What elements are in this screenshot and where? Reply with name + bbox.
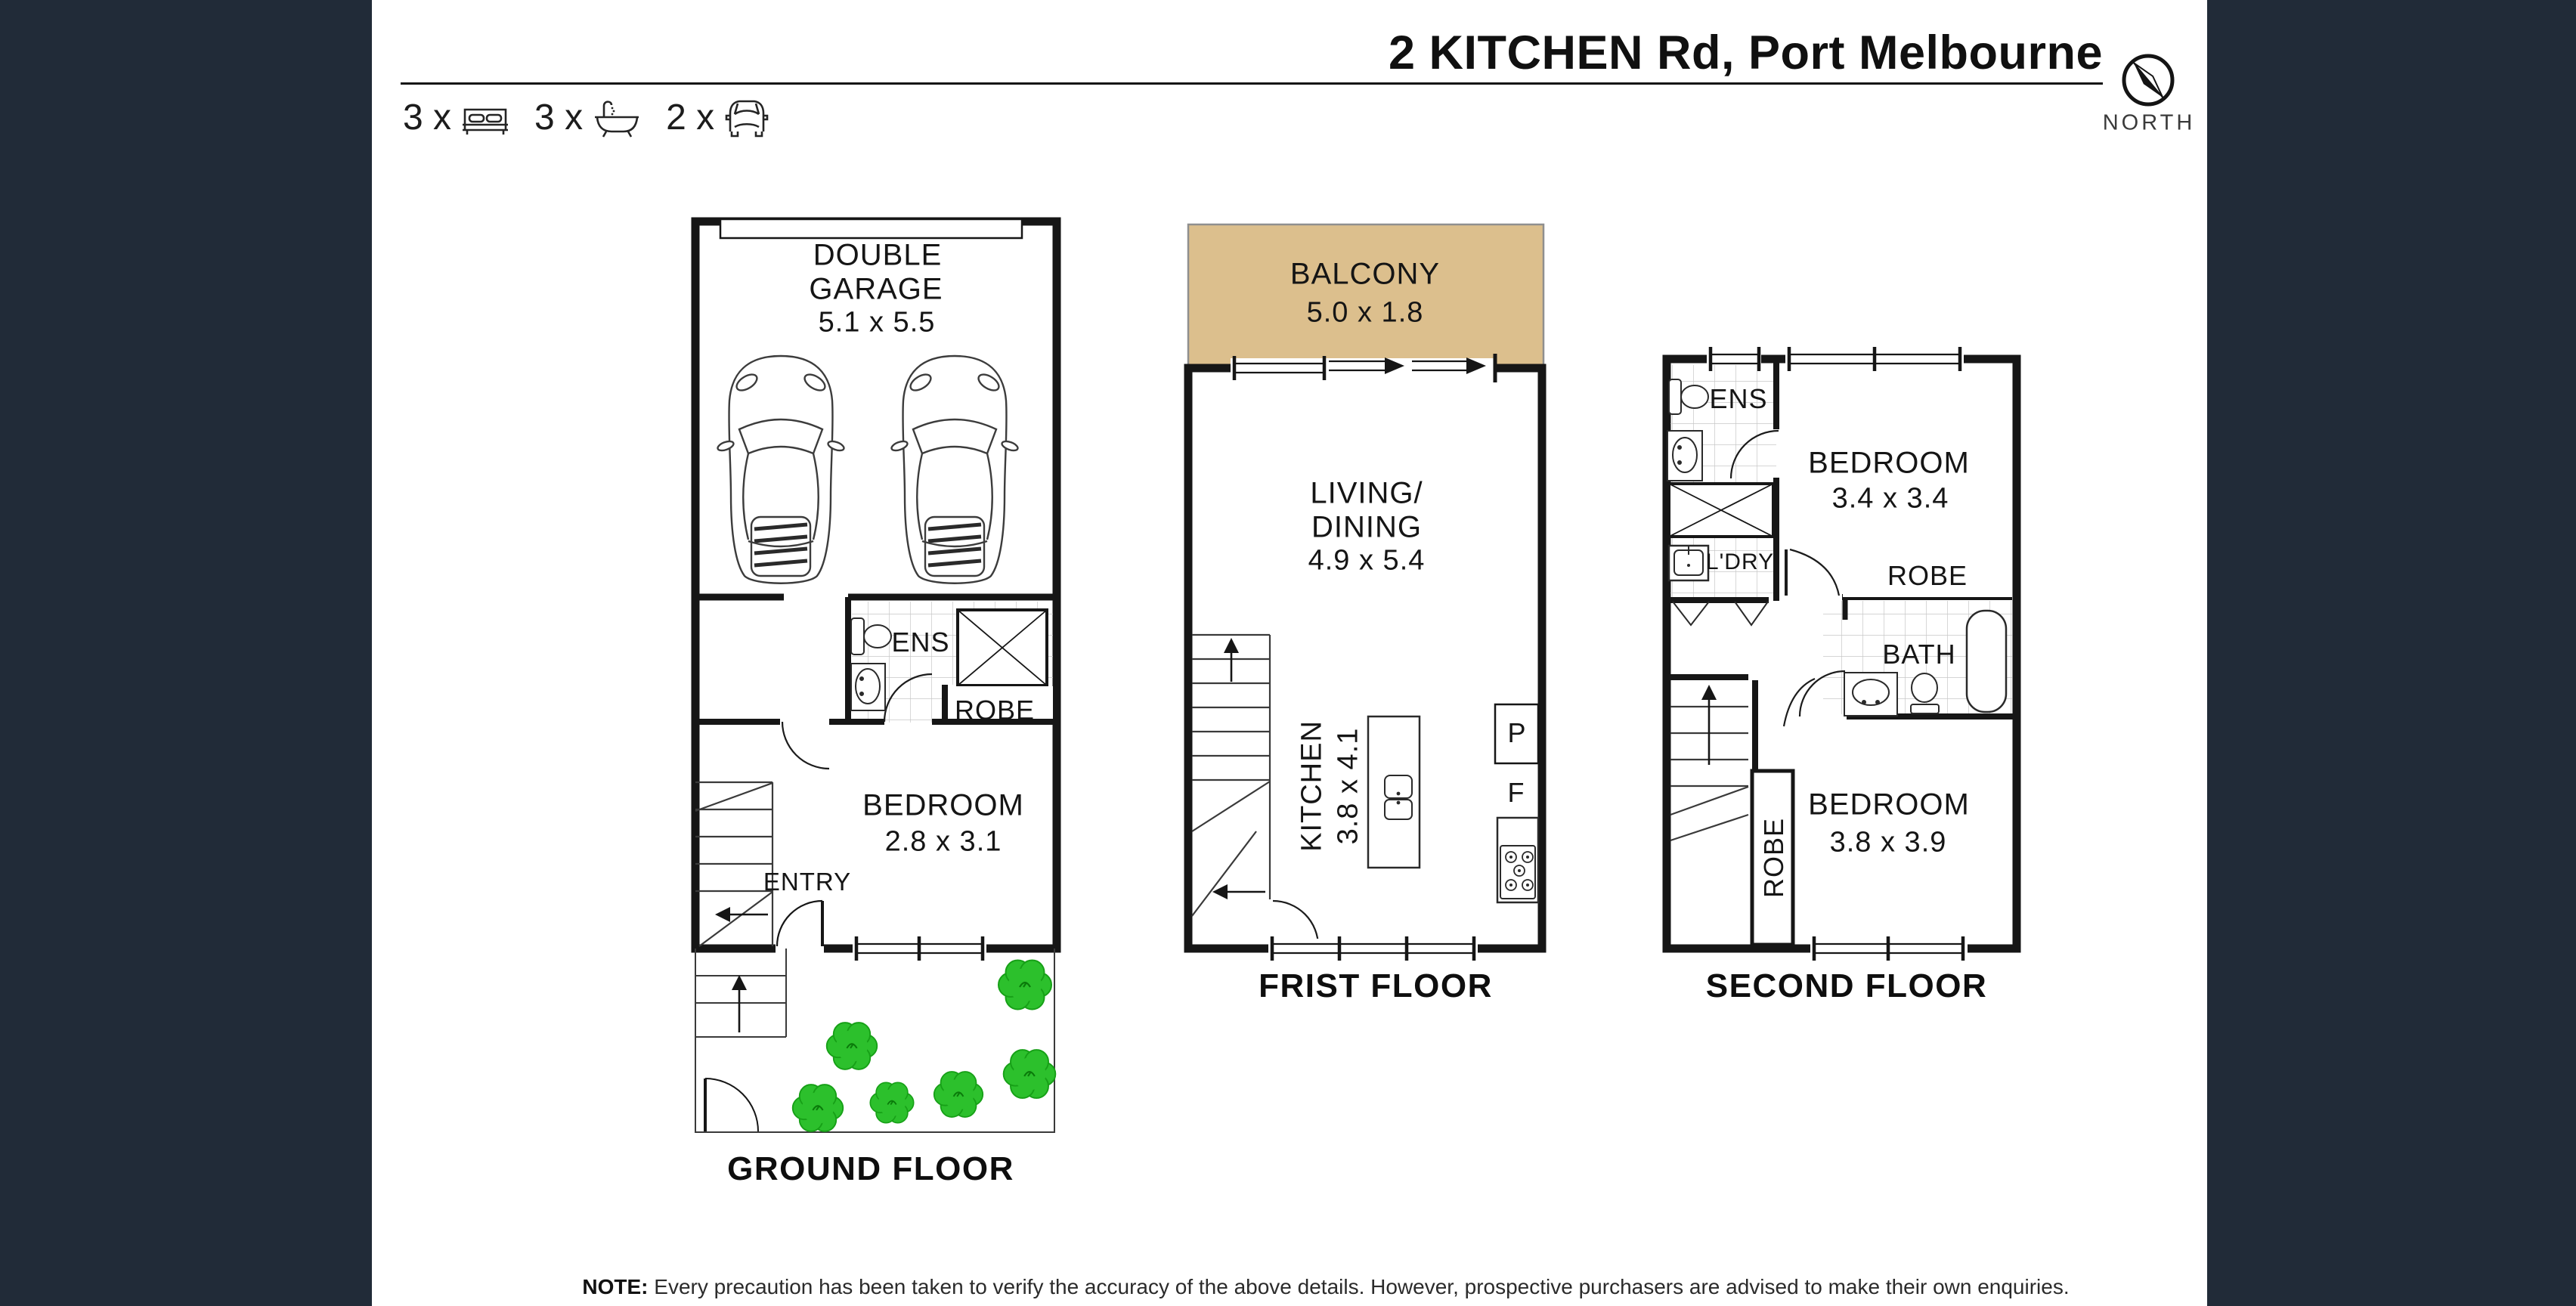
second-floor-label: SECOND FLOOR: [1705, 967, 1988, 1004]
note-label: NOTE:: [582, 1275, 649, 1298]
robe1-label: ROBE: [1887, 560, 1968, 591]
garage-dims: 5.1 x 5.5: [818, 306, 936, 339]
balcony-label: BALCONY: [1290, 257, 1441, 291]
ground-floor-plan: [691, 217, 1061, 1133]
stairs-down-arrow: [715, 907, 768, 922]
ground-toilet: [850, 617, 892, 655]
first-stairs-down-arrow: [1212, 884, 1265, 899]
courtyard-trees: [791, 959, 1057, 1132]
header-divider: [401, 82, 2103, 85]
second-door-arcs: [1729, 429, 1846, 727]
first-rear-window: [1268, 936, 1478, 961]
laundry-trough: [1667, 544, 1710, 582]
compass-label: NORTH: [2102, 110, 2196, 135]
laundry-label: L'DRY: [1705, 549, 1775, 574]
stat-baths: 3 x: [534, 97, 640, 138]
bedroom1-dims: 3.4 x 3.4: [1831, 482, 1949, 515]
kitchen-label: KITCHEN: [1296, 720, 1328, 852]
right-dark-panel: [2207, 0, 2576, 1306]
balcony-dims: 5.0 x 1.8: [1306, 296, 1424, 329]
courtyard-gate: [704, 1078, 759, 1132]
bed-count: 3 x: [403, 97, 452, 138]
robe2-closet: [1750, 769, 1795, 947]
ground-interior-walls: [695, 593, 1054, 725]
first-stairs: [1191, 633, 1271, 917]
second-shower: [1667, 482, 1775, 538]
bath-basin: [1844, 672, 1898, 716]
bathtub: [1965, 609, 2008, 713]
robe1-area: [1843, 557, 2012, 597]
courtyard: [695, 949, 1055, 1133]
living-dims: 4.9 x 5.4: [1308, 544, 1426, 577]
bed-icon: [463, 108, 509, 135]
note-text: Every precaution has been taken to verif…: [648, 1275, 2070, 1298]
robe2-label: ROBE: [1758, 817, 1789, 899]
first-door-arc: [1272, 899, 1320, 947]
second-bedroom1-window: [1785, 347, 1964, 371]
first-floor-plan: [1184, 223, 1547, 961]
bedroom2-dims: 3.8 x 3.9: [1829, 826, 1947, 859]
courtyard-stairs-arrow: [732, 975, 747, 1032]
living-label-line1: LIVING/: [1310, 476, 1423, 510]
car-count: 2 x: [666, 97, 715, 138]
balcony-area: [1187, 223, 1545, 367]
second-floor-plan: [1662, 347, 2021, 961]
cooktop-bench: [1496, 816, 1540, 904]
page-title: 2 KITCHEN Rd, Port Melbourne: [1389, 26, 2103, 80]
entry-door: [776, 899, 824, 947]
first-front-window: [1231, 356, 1327, 380]
second-ens-basin: [1667, 430, 1703, 481]
garage-label-line1: DOUBLE: [813, 238, 943, 272]
stat-cars: 2 x: [666, 97, 769, 138]
kitchen-island: [1367, 715, 1421, 869]
ground-floor-label: GROUND FLOOR: [727, 1150, 1014, 1187]
ground-bedroom-label: BEDROOM: [862, 788, 1024, 822]
bath-icon: [595, 100, 639, 138]
living-label-line2: DINING: [1311, 510, 1422, 544]
ground-basin: [850, 663, 886, 711]
fridge-label: F: [1507, 777, 1525, 808]
address-street: 2 KITCHEN Rd,: [1388, 26, 1735, 79]
bedroom2-label: BEDROOM: [1808, 788, 1970, 822]
bath-toilet: [1910, 673, 1940, 714]
first-stairs-up-arrow: [1224, 638, 1239, 682]
second-stairs-up-arrow: [1701, 685, 1717, 765]
second-ens-toilet: [1668, 379, 1709, 415]
garage-label-line2: GARAGE: [809, 272, 943, 306]
left-dark-panel: [0, 0, 372, 1306]
ground-door-arcs: [781, 673, 933, 770]
ground-shower: [956, 608, 1048, 687]
compass-north-icon: [2122, 54, 2175, 107]
ground-ens-label: ENS: [891, 627, 950, 658]
balcony-sliding-door: [1327, 354, 1497, 382]
kitchen-dims: 3.8 x 4.1: [1332, 727, 1364, 845]
entry-label: ENTRY: [763, 868, 852, 896]
ground-bedroom-dims: 2.8 x 3.1: [884, 825, 1002, 858]
second-ens-label: ENS: [1709, 383, 1768, 414]
ground-robe-label: ROBE: [954, 695, 1036, 726]
pantry-cupboard: [1494, 703, 1540, 765]
stat-beds: 3 x: [403, 97, 509, 138]
entry-opening: [776, 940, 824, 958]
ground-stairs: [695, 781, 774, 947]
property-stats: 3 x 3 x: [403, 97, 769, 138]
bedroom1-label: BEDROOM: [1808, 446, 1970, 480]
garage-door: [719, 218, 1023, 240]
bath-label: BATH: [1882, 639, 1956, 670]
address-suburb: Port Melbourne: [1734, 26, 2103, 79]
ground-bedroom-window: [853, 936, 986, 961]
second-rear-window: [1810, 936, 1968, 961]
disclaimer-note: NOTE: Every precaution has been taken to…: [408, 1275, 2243, 1299]
pantry-label: P: [1507, 717, 1527, 748]
laundry-bifold-doors: [1672, 601, 1769, 627]
car-icon: [725, 100, 769, 137]
bath-count: 3 x: [534, 97, 584, 138]
first-floor-label: FRIST FLOOR: [1259, 967, 1493, 1004]
ground-robe-area: [946, 686, 1053, 721]
